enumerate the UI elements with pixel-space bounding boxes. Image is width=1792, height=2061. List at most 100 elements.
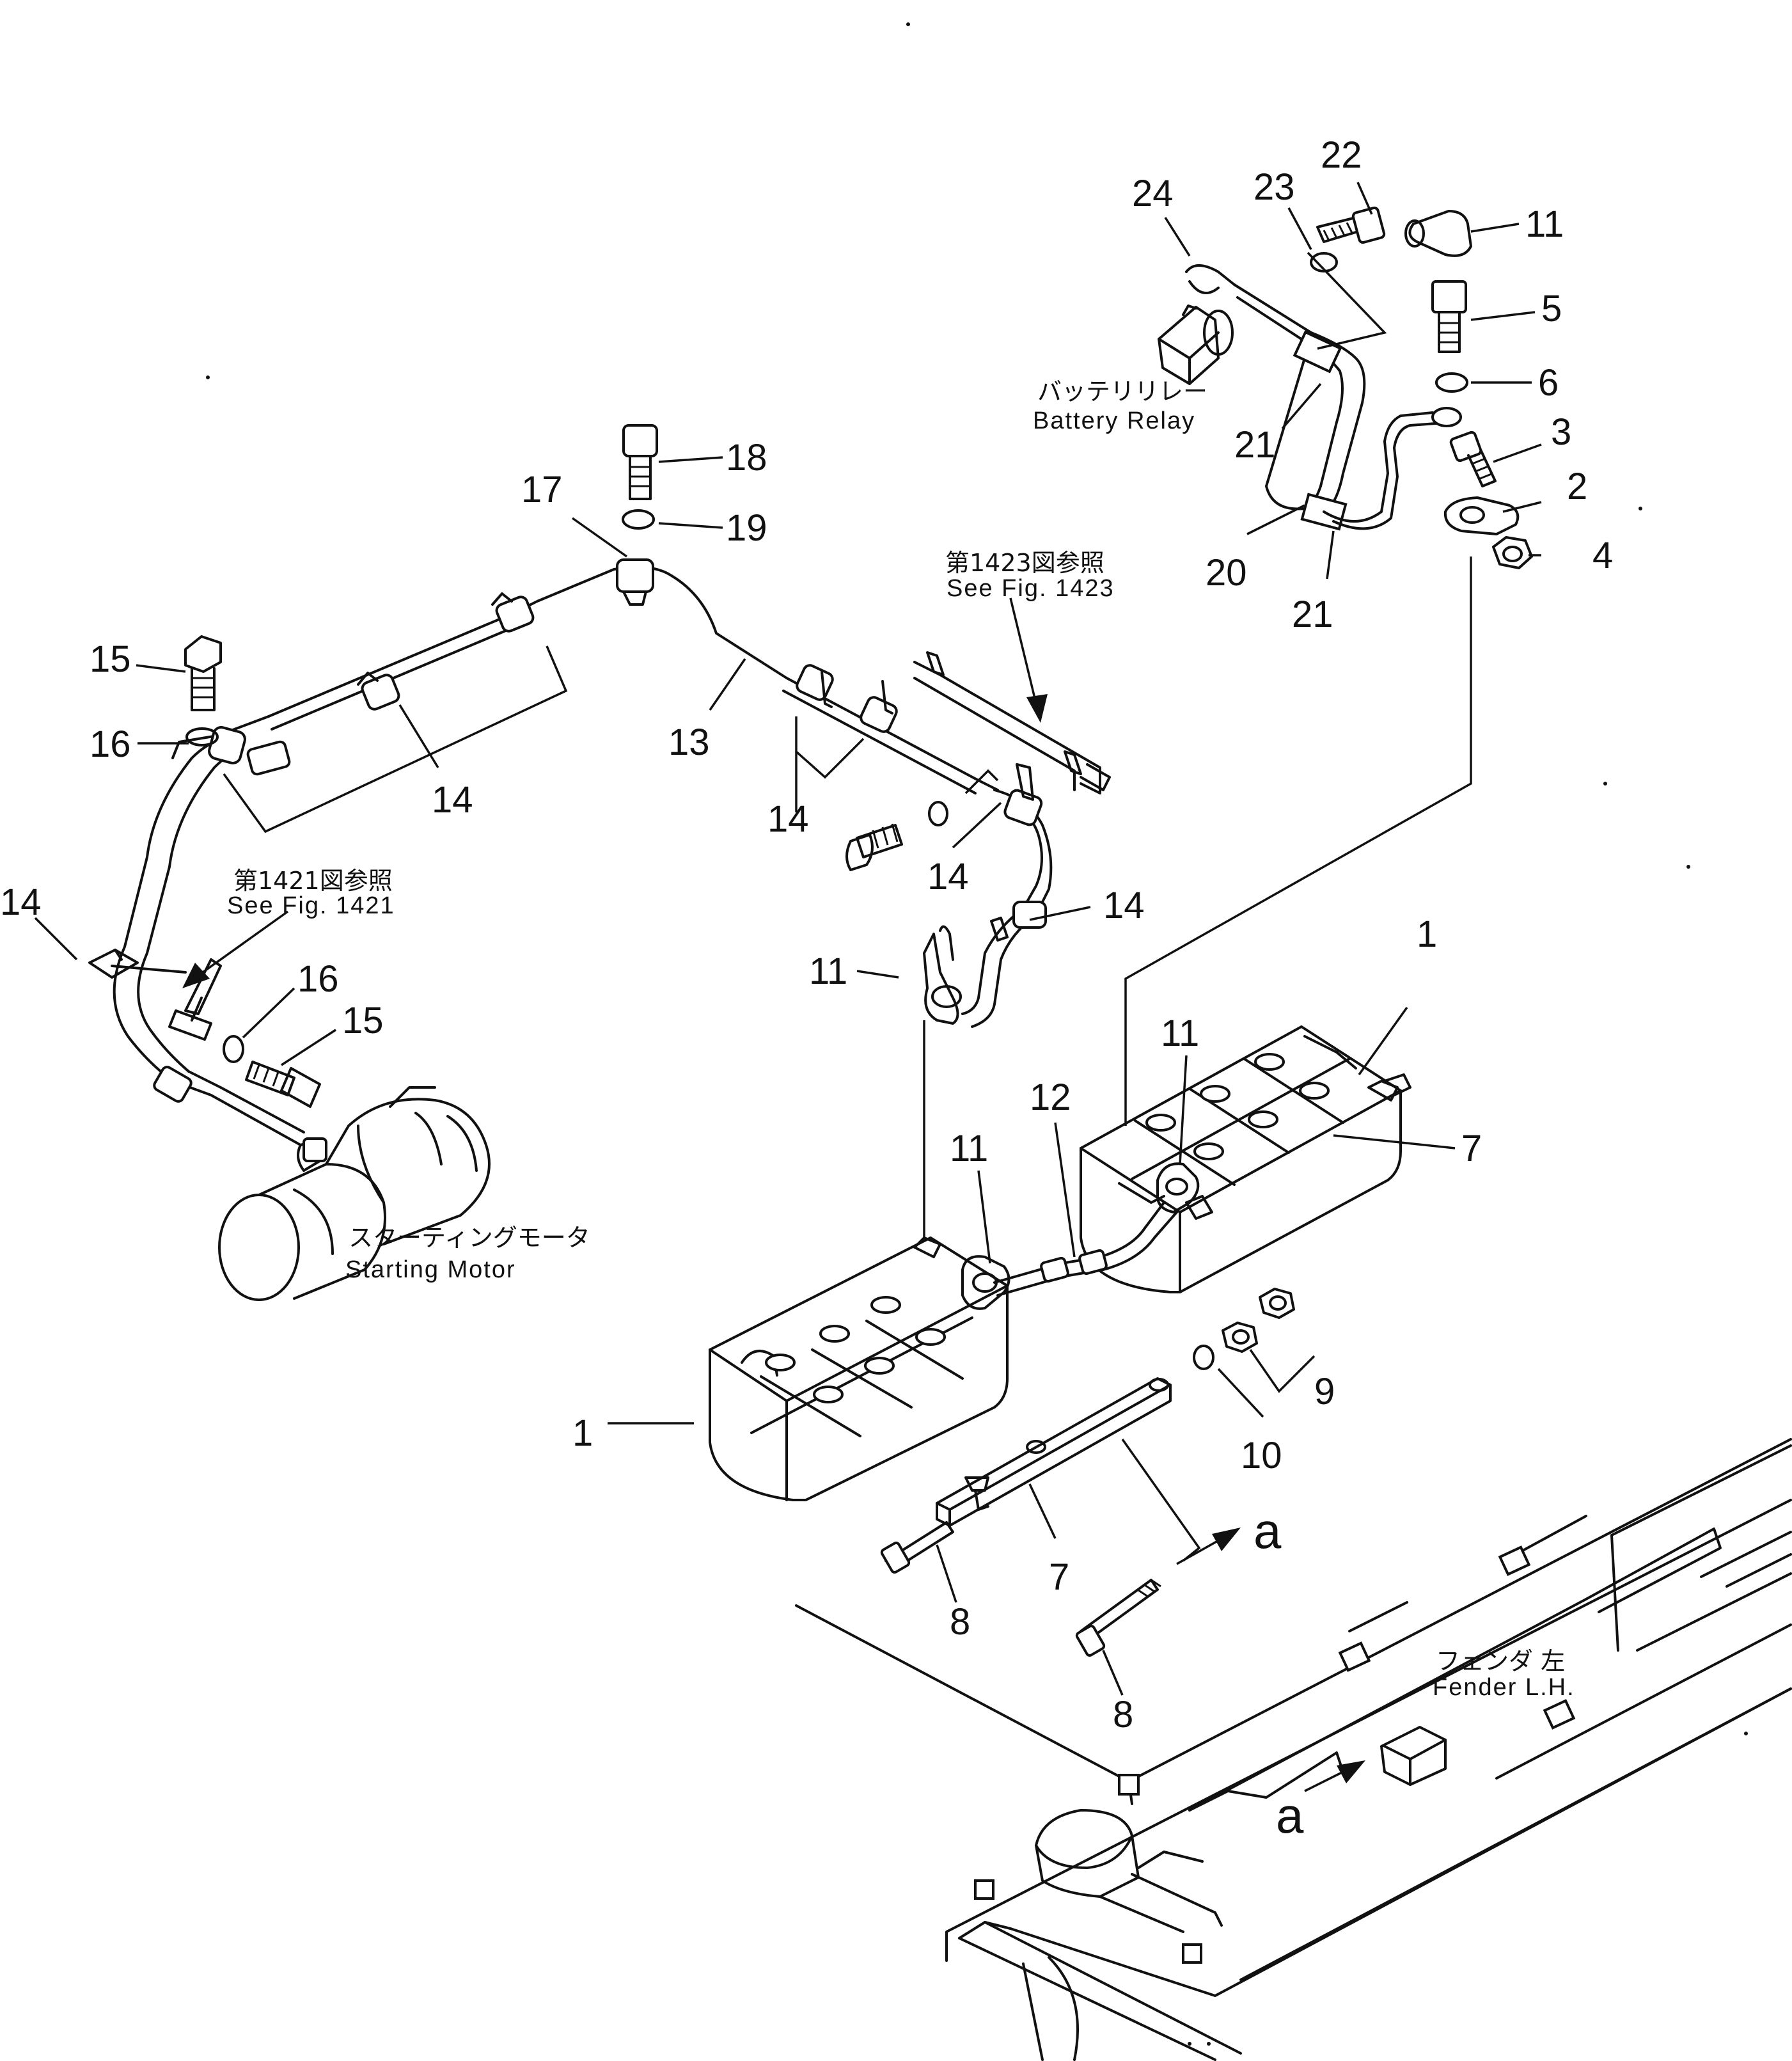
bracket-line-14e [111,965,187,974]
washer-14-mid [928,801,948,826]
terminal-cap-11-top [1404,210,1472,257]
callout-6: 6 [1538,362,1559,404]
bolt-18 [622,424,658,500]
callout-21-a: 21 [1234,424,1276,466]
leader-1423-head [1026,694,1048,723]
callout-11-mid: 11 [809,951,847,992]
callout-7-right: 7 [1461,1128,1482,1169]
callout-8-right: 8 [1113,1694,1133,1735]
bolt-15-low [245,1061,321,1108]
callout-14-a: 14 [432,779,473,821]
callout-9: 9 [1314,1371,1335,1412]
callout-2: 2 [1567,466,1587,507]
label-battery-relay-jp: バッテリリレー [1037,377,1207,406]
leader-7-bracket [1121,1438,1201,1562]
nut-4 [1492,536,1533,569]
diagram-labels: バッテリリレー Battery Relay 第1423図参照 See Fig. … [227,377,1575,1844]
clamp-14-b [357,672,400,711]
label-see-1423-en: See Fig. 1423 [947,575,1115,602]
view-arrow-a-head [1212,1528,1241,1551]
terminal-cap-11-left [961,1255,1010,1310]
callout-14-c: 14 [927,856,969,897]
callout-11-top: 11 [1525,203,1564,245]
bolt-15-top [184,635,222,711]
label-fender-en: Fender L.H. [1433,1674,1575,1701]
clamp-14-d [860,680,898,733]
label-starting-motor-jp: スターティングモータ [349,1224,590,1252]
bolt-5 [1431,280,1467,353]
label-starting-motor-en: Starting Motor [345,1256,516,1283]
leader-relay-to-battery [1124,557,1472,1126]
nuts-9 [1222,1288,1295,1353]
cable-13 [171,565,999,794]
callout-leaders [34,182,1542,1696]
clamp-14-c [796,664,834,708]
washer-16-top [185,727,219,746]
callout-1-right: 1 [1417,913,1437,955]
stray-dots [206,22,1748,2046]
label-see-1423-jp: 第1423図参照 [945,549,1104,577]
bracket-line-9 [1249,1349,1316,1393]
callout-1-left: 1 [572,1412,593,1454]
leader-1421-head [182,963,210,988]
clamp-2 [1443,496,1520,535]
callout-14-b: 14 [767,798,809,840]
callout-7-bottom: 7 [1049,1556,1069,1598]
callout-17: 17 [521,469,563,510]
callout-24: 24 [1132,173,1174,214]
callout-10: 10 [1241,1435,1282,1476]
relay-cable-20 [1185,264,1462,531]
view-arrow-a2-head [1337,1760,1365,1783]
washer-16-low [223,1035,244,1063]
callout-16-top: 16 [90,723,131,765]
callout-11-right-battery: 11 [1161,1013,1199,1054]
cable-14-right [961,763,1053,1028]
cable-12 [993,1201,1178,1297]
rod-8-left [880,1521,954,1574]
callout-8-left: 8 [950,1601,970,1643]
bracket-line-22 [1307,251,1387,350]
callout-20: 20 [1206,552,1247,594]
callout-16-low: 16 [297,958,339,1000]
battery-left [709,1236,1009,1501]
label-view-a: a [1254,1503,1282,1559]
see-1423-bar [913,651,1111,794]
starting-motor-part [218,1086,491,1301]
callout-13: 13 [668,722,710,763]
callout-19: 19 [726,507,767,549]
callout-11-left-battery: 11 [950,1128,988,1169]
callout-22: 22 [1321,134,1362,176]
leader-1423 [1009,597,1037,704]
clamp-17 [616,558,654,606]
callout-14-e: 14 [0,881,42,923]
fender-lh-part [795,1438,1792,2061]
callout-15-top: 15 [90,638,131,680]
bolt-3 [1449,430,1497,487]
bolt-14-mid [845,823,903,871]
bracket-line-14b [795,716,865,779]
label-view-a2: a [1276,1787,1304,1844]
callout-15-low: 15 [342,1000,384,1041]
battery-relay-part [1158,304,1234,385]
callout-12: 12 [1030,1077,1071,1118]
terminal-cap-11-right [1156,1162,1213,1220]
bolt-22 [1316,206,1386,244]
callout-3: 3 [1551,411,1571,453]
washer-23 [1310,252,1338,272]
clamp-14-e [88,949,139,979]
callout-14-d: 14 [1103,885,1145,926]
terminal-cap-11-mid [923,925,962,1025]
clamp-14-a [491,592,535,633]
washer-6 [1435,372,1468,393]
callout-5: 5 [1541,288,1562,329]
rod-8-right [1075,1579,1161,1657]
label-fender-jp: フェンダ 左 [1436,1647,1565,1675]
washer-19 [622,509,655,530]
callout-21-b: 21 [1292,594,1333,635]
callout-4: 4 [1592,535,1613,576]
battery-right [1080,1025,1411,1293]
label-see-1421-en: See Fig. 1421 [227,892,395,919]
washer-10 [1193,1345,1214,1370]
callout-numbers: 1 1 2 3 4 5 6 7 7 8 8 9 10 11 11 11 11 1… [0,134,1613,1735]
